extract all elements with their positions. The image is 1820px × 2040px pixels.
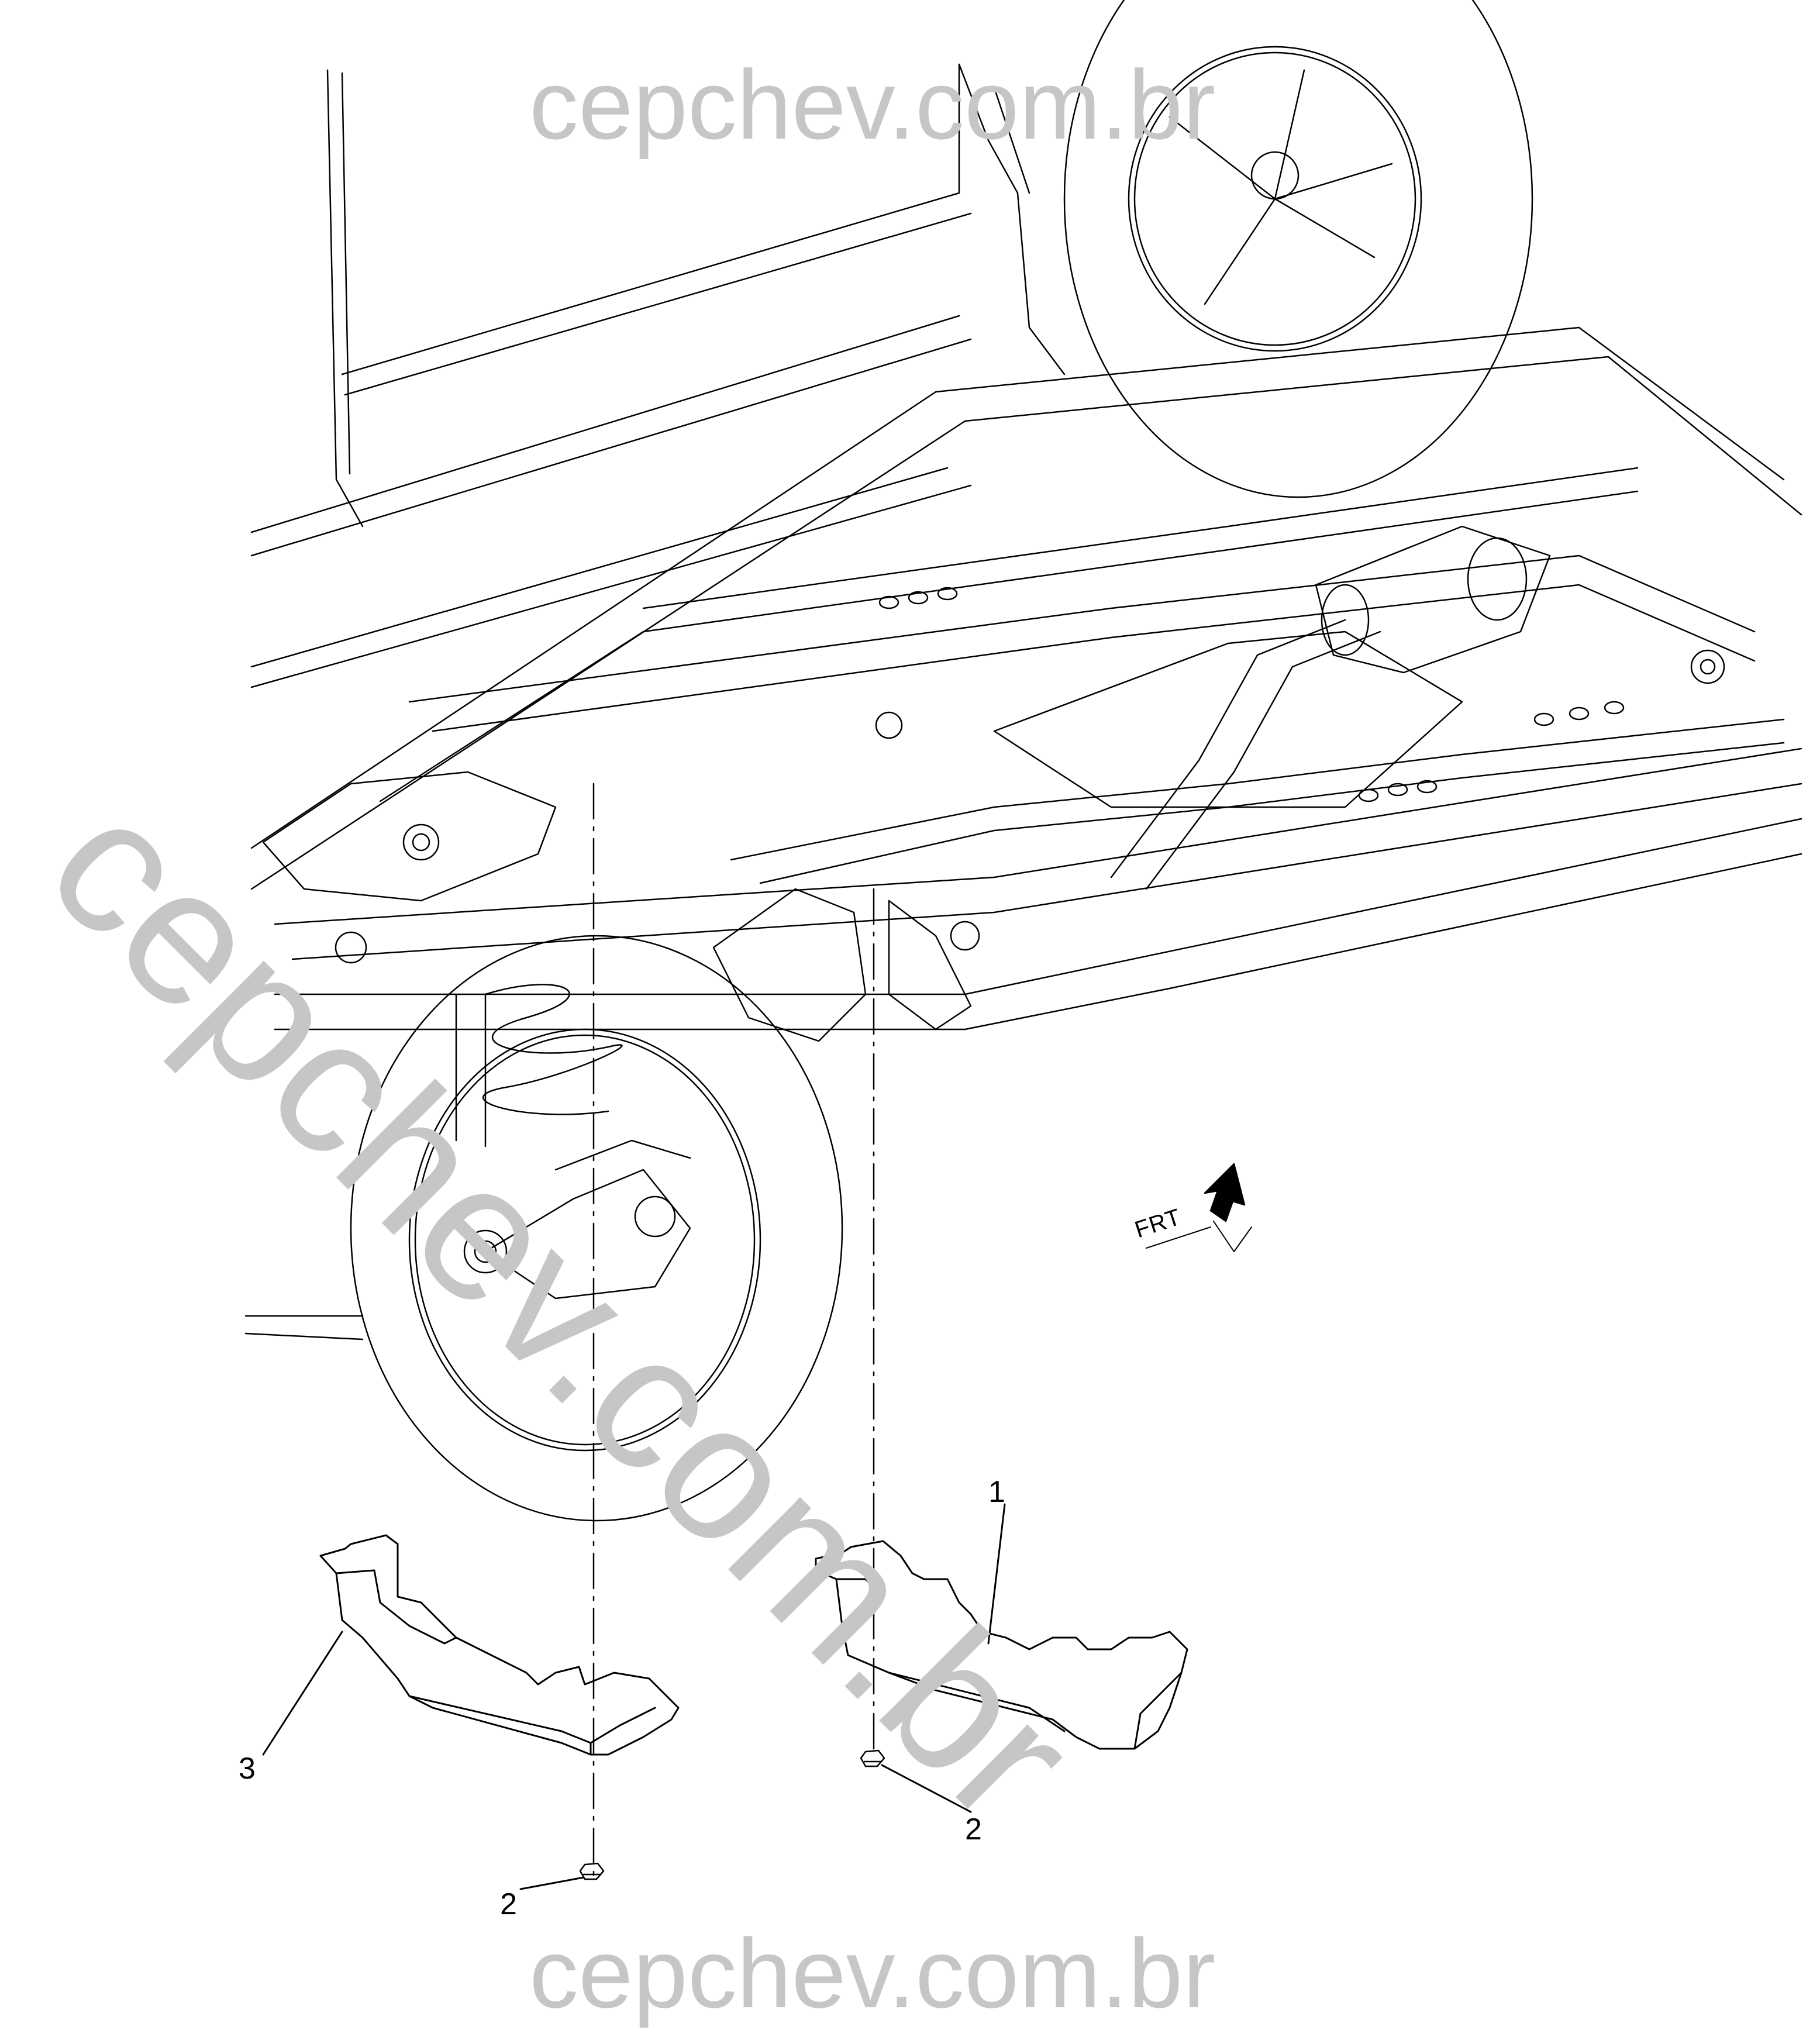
alignment-lines (592, 783, 875, 1879)
front-direction-arrow-icon (1146, 1163, 1252, 1252)
callout-2-left: 2 (500, 1887, 517, 1921)
callout-1: 1 (988, 1475, 1005, 1509)
shield-part-1 (815, 1540, 1188, 1750)
rear-wheel-assembly (244, 935, 843, 1522)
nut-item-2-right (860, 1749, 885, 1767)
underbody-floor (250, 326, 1802, 1042)
nut-item-2-left (579, 1862, 605, 1880)
body-side-panel (250, 63, 1066, 688)
watermark-bottom: cepchev.com.br (529, 1918, 1216, 2028)
upper-wheel (1063, 0, 1533, 498)
watermark-top: cepchev.com.br (529, 50, 1216, 160)
shield-part-3 (319, 1534, 680, 1756)
rail-holes (878, 587, 1625, 802)
callout-3: 3 (239, 1752, 256, 1786)
callout-2-right: 2 (965, 1812, 982, 1846)
leader-lines (262, 1503, 1006, 1890)
